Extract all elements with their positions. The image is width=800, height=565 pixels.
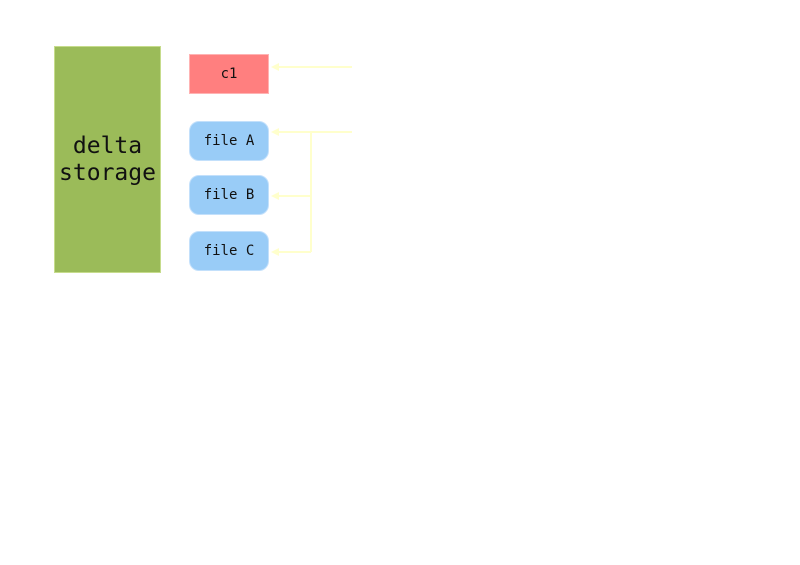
commit-c1-node: c1 <box>189 54 269 94</box>
delta-storage-block: delta storage <box>54 46 161 273</box>
file-b-arrowhead <box>271 192 279 200</box>
file-c-arrowhead <box>271 248 279 256</box>
file-c-node: file C <box>189 231 269 271</box>
commit-arrowhead <box>271 63 279 71</box>
file-b-node: file B <box>189 175 269 215</box>
file-a-node: file A <box>189 121 269 161</box>
file-a-arrowhead <box>271 128 279 136</box>
